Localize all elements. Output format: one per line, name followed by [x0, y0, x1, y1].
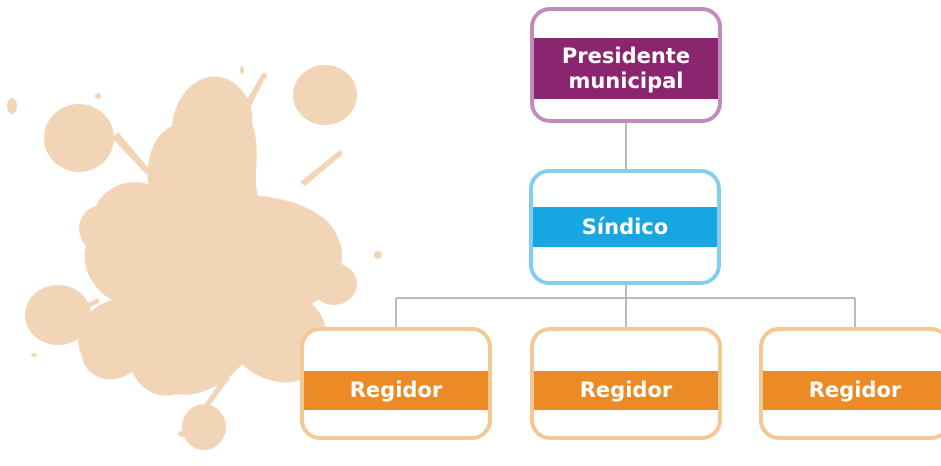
org-node-label: Regidor	[579, 378, 673, 403]
org-node-regidor: Regidor	[759, 327, 941, 440]
org-node-sindico: Síndico	[529, 169, 721, 285]
org-node-label: Síndico	[581, 214, 669, 239]
org-node-label: Regidor	[349, 378, 443, 403]
org-node-label: Regidor	[808, 378, 902, 403]
org-node-regidor: Regidor	[530, 327, 722, 440]
org-node-label-band: Regidor	[534, 371, 718, 410]
org-node-label-band: Regidor	[763, 371, 941, 410]
org-node-label-band: Síndico	[533, 207, 717, 247]
org-node-label-band: Regidor	[304, 371, 488, 410]
org-node-regidor: Regidor	[300, 327, 492, 440]
